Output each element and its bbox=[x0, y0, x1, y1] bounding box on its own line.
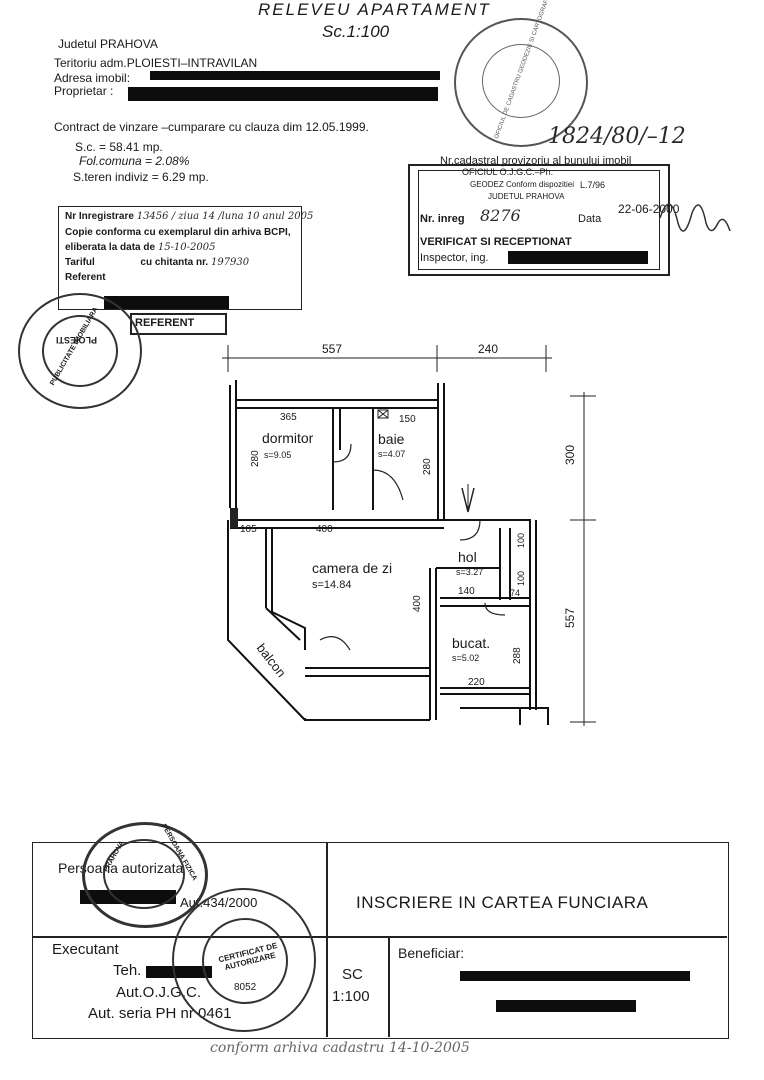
executant-label: Executant bbox=[52, 941, 119, 958]
room-hol: hol bbox=[458, 549, 477, 565]
sc-footer-label: SC bbox=[342, 966, 363, 983]
nr-inreg-value: 8276 bbox=[480, 206, 521, 225]
adresa-label: Adresa imobil: bbox=[54, 71, 131, 85]
dim-220: 220 bbox=[468, 677, 485, 688]
data-value: 22-06-2000 bbox=[618, 202, 680, 216]
document-title: RELEVEU APARTAMENT bbox=[258, 0, 491, 19]
footer-vline-2 bbox=[388, 937, 390, 1037]
dim-150: 150 bbox=[399, 414, 416, 425]
room-balcon: balcon bbox=[254, 641, 289, 680]
nr-inreg-label: Nr. inreg bbox=[420, 213, 465, 225]
beneficiar-label: Beneficiar: bbox=[398, 945, 465, 961]
bcpi-box bbox=[58, 206, 302, 310]
bcpi-copie: Copie conforma cu exemplarul din arhiva … bbox=[65, 227, 291, 238]
geodez-label: GEODEZ Conform dispozitiei bbox=[470, 180, 575, 189]
redaction-beneficiar-2 bbox=[496, 1000, 636, 1012]
handwritten-id: 1824/80/–12 bbox=[548, 124, 686, 149]
dim-400-horiz: 400 bbox=[316, 524, 333, 535]
persoana-fizica-stamp: PERSOANA FIZICA PRAHOVA bbox=[82, 822, 208, 928]
scale-label: Sc.1:100 bbox=[322, 22, 390, 41]
proprietar-label: Proprietar : bbox=[54, 84, 114, 98]
room-hol-area: s=3.27 bbox=[456, 567, 483, 577]
cadastral-judet: JUDETUL PRAHOVA bbox=[488, 192, 565, 201]
verificat-label: VERIFICAT SI RECEPTIONAT bbox=[420, 236, 572, 248]
teh-label: Teh. bbox=[113, 962, 142, 979]
oficiu-label: OFICIUL O.J.G.C.–Ph. bbox=[462, 167, 554, 177]
contract-line: Contract de vinzare –cumparare cu clauza… bbox=[54, 120, 369, 134]
bcpi-referent: Referent bbox=[65, 272, 106, 283]
sc-footer-value: 1:100 bbox=[332, 988, 370, 1005]
footer-vline-1 bbox=[326, 842, 328, 1037]
signature-cadastral bbox=[650, 188, 750, 263]
teritoriu-label: Teritoriu adm.PLOIESTI–INTRAVILAN bbox=[54, 56, 258, 70]
cadastre-stamp-top-right: OFICIUL DE CADASTRU GEODEZIE SI CARTOGRA… bbox=[454, 0, 588, 147]
bcpi-nr-label: Nr Inregistrare 13456 / ziua 14 /luna 10… bbox=[65, 211, 314, 222]
inspector-label: Inspector, ing. bbox=[420, 252, 489, 264]
room-dormitor-area: s=9.05 bbox=[264, 450, 291, 460]
fol-line: Fol.comuna = 2.08% bbox=[79, 154, 190, 168]
dim-right-300: 300 bbox=[563, 445, 577, 465]
room-baie: baie bbox=[378, 431, 405, 447]
sc-line: S.c. = 58.41 mp. bbox=[75, 140, 163, 154]
room-camera: camera de zi bbox=[312, 560, 392, 576]
dim-365: 365 bbox=[280, 412, 297, 423]
room-bucat-area: s=5.02 bbox=[452, 653, 479, 663]
judet-label: Judetul PRAHOVA bbox=[58, 37, 158, 51]
dim-105: 105 bbox=[240, 524, 257, 535]
redaction-beneficiar-1 bbox=[460, 971, 690, 981]
room-camera-area: s=14.84 bbox=[312, 579, 351, 591]
dim-100-a: 100 bbox=[516, 533, 526, 548]
inscriere-label: INSCRIERE IN CARTEA FUNCIARA bbox=[356, 893, 649, 912]
room-bucat: bucat. bbox=[452, 635, 490, 651]
cadastral-box bbox=[408, 164, 670, 276]
handwritten-note: conform arhiva cadastru 14-10-2005 bbox=[210, 1040, 470, 1056]
redaction-referent bbox=[104, 296, 229, 309]
redaction-address bbox=[150, 71, 440, 80]
dim-288: 288 bbox=[512, 647, 523, 664]
lege-label: L.7/96 bbox=[580, 180, 606, 190]
publicitate-stamp: PUBLICITATE IMOBILIARA PLOIESTI bbox=[18, 293, 142, 409]
dim-100-b: 100 bbox=[516, 571, 526, 586]
dim-right-557: 557 bbox=[563, 608, 577, 628]
redaction-inspector bbox=[508, 251, 648, 264]
data-label: Data bbox=[578, 213, 602, 225]
bcpi-tariful: Tariful cu chitanta nr. 197930 bbox=[65, 257, 250, 268]
room-baie-area: s=4.07 bbox=[378, 449, 405, 459]
dim-74: 74 bbox=[510, 588, 520, 598]
redaction-owner bbox=[128, 87, 438, 101]
dim-top-240: 240 bbox=[478, 342, 498, 356]
room-dormitor: dormitor bbox=[262, 430, 314, 446]
dim-280-right: 280 bbox=[422, 458, 433, 475]
floor-plan: 557 240 300 557 bbox=[222, 342, 596, 726]
dim-280-left: 280 bbox=[250, 450, 261, 467]
certificat-stamp: CERTIFICAT DE AUTORIZARE 8052 bbox=[172, 888, 316, 1032]
dim-140: 140 bbox=[458, 586, 475, 597]
steren-line: S.teren indiviz = 6.29 mp. bbox=[73, 170, 209, 184]
footer-table bbox=[32, 842, 729, 1039]
dim-400-vert: 400 bbox=[412, 595, 423, 612]
bcpi-eliberata: eliberata la data de 15-10-2005 bbox=[65, 242, 216, 253]
footer-hline-1 bbox=[32, 936, 727, 938]
dim-top-557: 557 bbox=[322, 342, 342, 356]
